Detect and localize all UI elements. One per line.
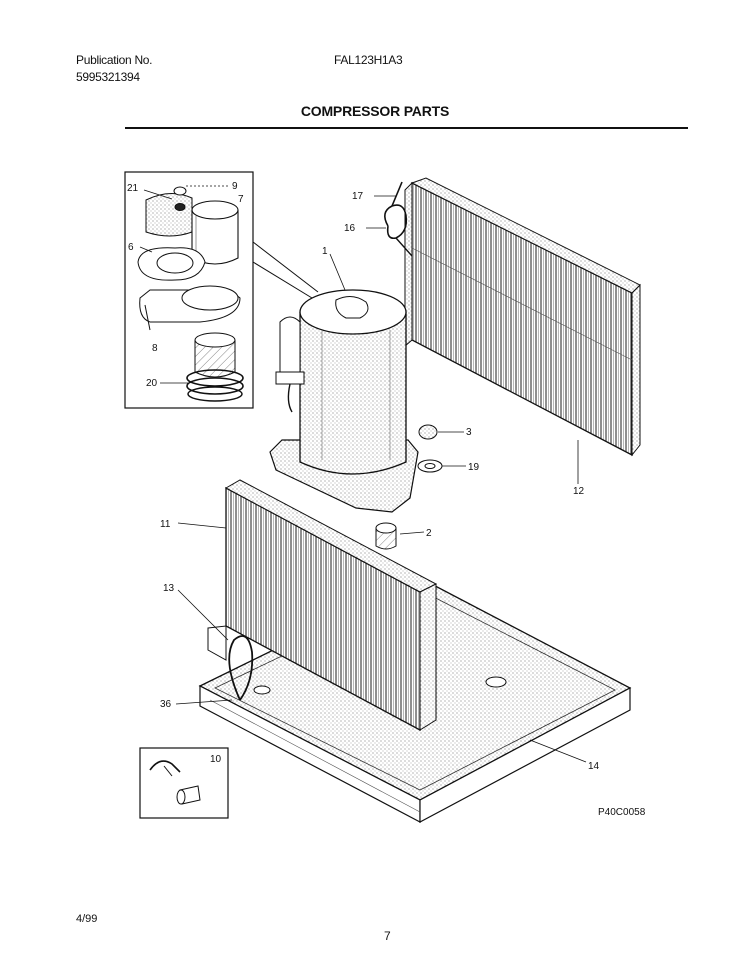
- title-rule: [125, 127, 688, 129]
- callout-36: 36: [160, 699, 172, 710]
- publication-number: 5995321394: [76, 70, 140, 84]
- callout-17: 17: [352, 191, 364, 202]
- callout-1: 1: [322, 246, 328, 257]
- footer-date: 4/99: [76, 913, 98, 925]
- callout-21: 21: [127, 183, 139, 194]
- page-title: COMPRESSOR PARTS: [300, 103, 450, 119]
- callout-7: 7: [238, 194, 244, 205]
- inset-box: [124, 171, 254, 409]
- callout-12: 12: [573, 486, 585, 497]
- callout-20: 20: [146, 378, 158, 389]
- clip-inset: [139, 747, 229, 819]
- callout-3: 3: [466, 427, 472, 438]
- condenser-coil: [404, 177, 641, 457]
- page-number: 7: [384, 929, 391, 943]
- callout-13: 13: [163, 583, 175, 594]
- callout-16: 16: [344, 223, 356, 234]
- evaporator-coil: [207, 479, 438, 732]
- callout-8: 8: [152, 343, 158, 354]
- callout-6: 6: [128, 242, 134, 253]
- model-number: FAL123H1A3: [334, 53, 403, 67]
- figure-code: P40C0058: [598, 807, 646, 818]
- publication-label: Publication No.: [76, 53, 153, 67]
- callout-14: 14: [588, 761, 600, 772]
- callout-19: 19: [468, 462, 480, 473]
- callout-2: 2: [426, 528, 432, 539]
- callout-11: 11: [160, 519, 171, 530]
- callout-10: 10: [210, 754, 222, 765]
- callout-9: 9: [232, 181, 238, 192]
- compressor: [269, 289, 443, 550]
